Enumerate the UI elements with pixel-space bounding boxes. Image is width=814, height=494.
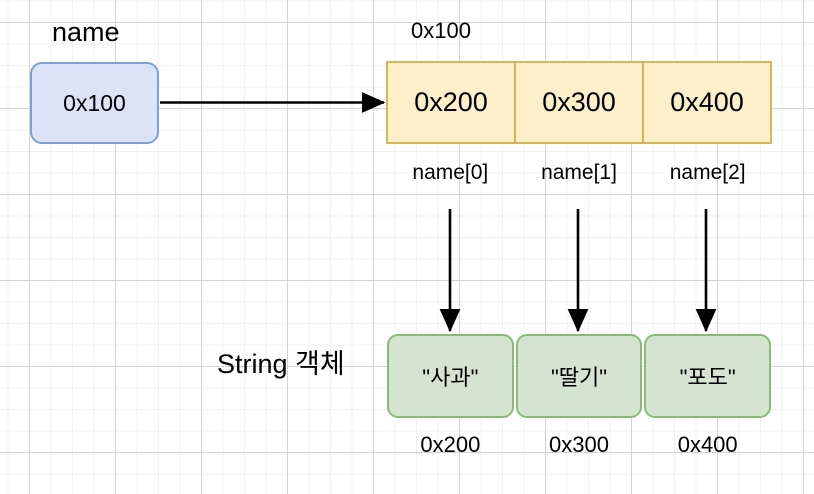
pointer-variable-title: name — [52, 17, 120, 47]
pointer-variable-box: 0x100 — [30, 62, 159, 144]
array-index-label-2: name[2] — [669, 161, 746, 184]
string-object-box-0: "사과" — [387, 334, 514, 418]
array-container: 0x200 0x300 0x400 — [386, 61, 772, 144]
array-address-label: 0x100 — [411, 18, 471, 43]
string-object-address-1: 0x300 — [549, 432, 609, 457]
string-object-address-2: 0x400 — [677, 432, 738, 457]
string-object-box-1: "딸기" — [515, 334, 643, 418]
string-object-value: "사과" — [422, 365, 479, 390]
array-cell-1: 0x300 — [515, 61, 643, 144]
array-cell-value: 0x300 — [542, 87, 616, 117]
array-cell-2: 0x400 — [643, 61, 772, 144]
array-index-label-0: name[0] — [412, 161, 489, 184]
string-objects-group-label: String 객체 — [217, 349, 345, 379]
string-object-value: "딸기" — [550, 365, 608, 390]
array-cell-value: 0x200 — [414, 87, 488, 117]
string-object-value: "포도" — [679, 365, 736, 390]
string-object-address-0: 0x200 — [420, 432, 481, 457]
string-objects-row: "사과" "딸기" "포도" — [386, 334, 772, 418]
array-cell-0: 0x200 — [386, 61, 515, 144]
array-cell-value: 0x400 — [670, 87, 744, 117]
string-object-address-row: 0x200 0x300 0x400 — [386, 432, 772, 458]
array-index-label-1: name[1] — [541, 161, 617, 184]
string-object-box-2: "포도" — [644, 334, 772, 418]
pointer-variable-value: 0x100 — [63, 89, 126, 116]
array-index-label-row: name[0] name[1] name[2] — [386, 161, 772, 185]
